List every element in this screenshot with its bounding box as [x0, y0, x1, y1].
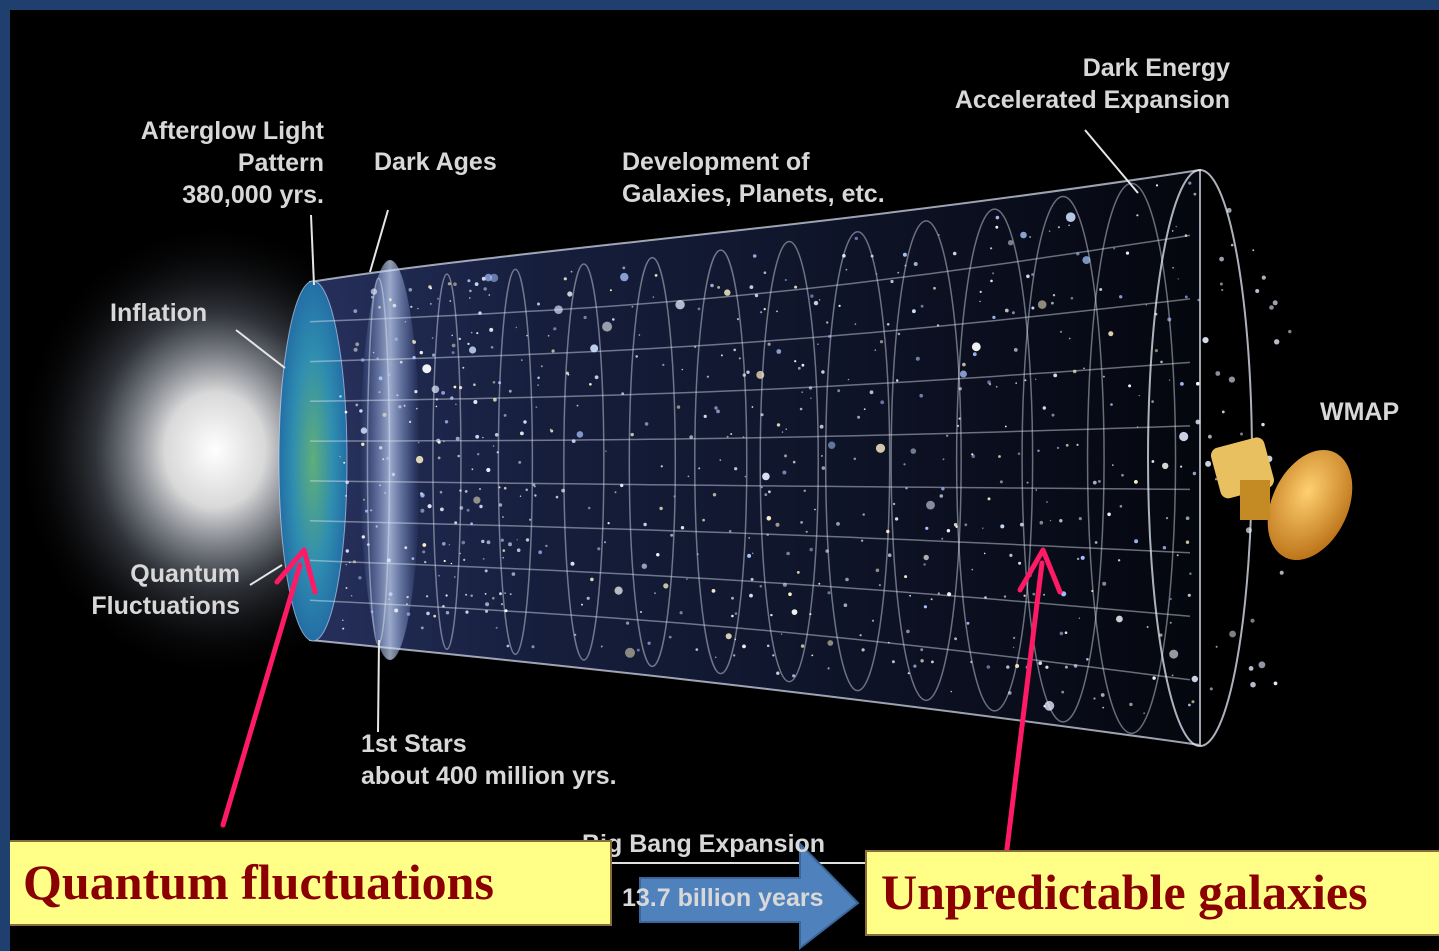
wmap-satellite-icon — [1210, 437, 1353, 560]
pointer-arrow-galaxies-head — [1017, 547, 1063, 595]
label-inflation: Inflation — [110, 299, 208, 327]
label-big-bang-expansion: Big Bang Expansion — [582, 830, 826, 858]
label-quantum-fluctuations: Quantum Fluctuations — [91, 560, 240, 620]
slide: Afterglow Light Pattern 380,000 yrs. Dar… — [10, 10, 1439, 951]
callout-quantum-fluctuations: Quantum fluctuations — [10, 840, 612, 926]
label-development: Development of Galaxies, Planets, etc. — [622, 148, 885, 208]
cone-grid — [309, 182, 1191, 735]
block-arrow — [639, 841, 860, 951]
label-years: 13.7 billion years — [622, 884, 824, 912]
pointer-arrow-galaxies — [1002, 560, 1045, 868]
universe-timeline-diagram — [15, 129, 1353, 951]
label-dark-energy: Dark Energy Accelerated Expansion — [954, 54, 1230, 114]
label-dark-ages: Dark Ages — [374, 148, 497, 176]
pointer-arrow-quantum — [220, 562, 303, 828]
callout-unpredictable-galaxies: Unpredictable galaxies — [865, 850, 1439, 936]
leader-lines — [235, 129, 1139, 733]
pointer-arrow-quantum-head — [274, 547, 318, 595]
first-stars-band — [360, 260, 420, 660]
label-wmap: WMAP — [1320, 398, 1400, 426]
label-first-stars: 1st Stars about 400 million yrs. — [361, 730, 617, 790]
label-afterglow: Afterglow Light Pattern 380,000 yrs. — [140, 117, 324, 209]
